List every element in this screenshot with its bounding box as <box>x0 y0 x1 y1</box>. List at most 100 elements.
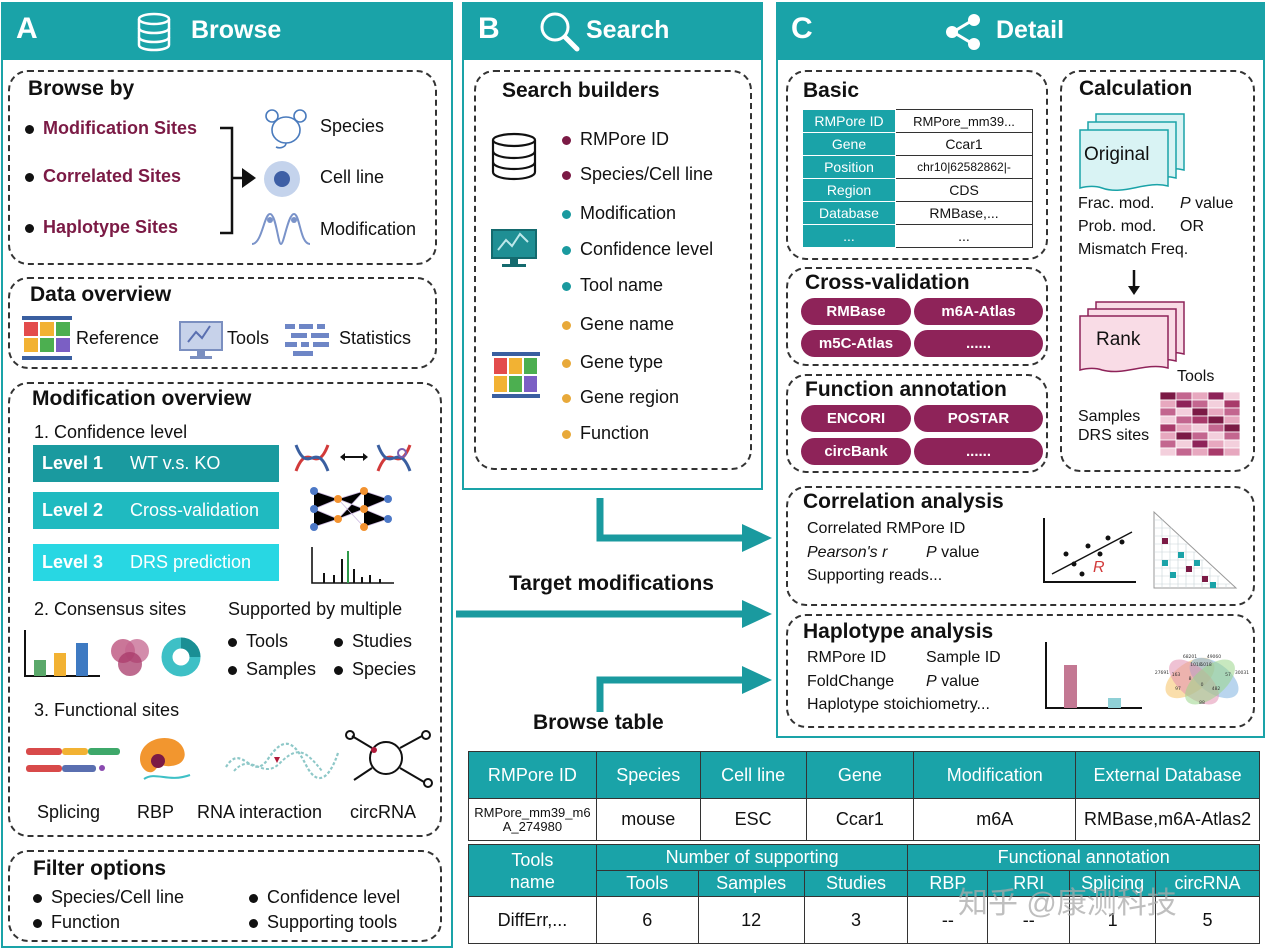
dna-builder-icon <box>492 352 540 398</box>
fa-postar-pill[interactable]: POSTAR <box>914 405 1043 432</box>
haplotype-analysis-title: Haplotype analysis <box>803 620 994 643</box>
builder-rmpore-id[interactable]: RMPore ID <box>562 129 669 150</box>
col-circrna[interactable]: circRNA <box>1155 870 1260 897</box>
col-tools-name[interactable]: Tools name <box>468 844 597 897</box>
rank-docs-icon <box>1079 301 1185 373</box>
neural-network-icon <box>310 487 392 531</box>
modification-peaks-icon <box>251 212 311 246</box>
filter-confidence-level[interactable]: Confidence level <box>249 887 400 908</box>
target-modifications-label: Target modifications <box>509 572 714 595</box>
haplotype-p-value: P value <box>926 673 980 690</box>
panel-title-browse: Browse <box>191 16 282 44</box>
fa-encori-pill[interactable]: ENCORI <box>801 405 911 432</box>
cv-m5c-atlas-pill[interactable]: m5C-Atlas <box>801 330 911 357</box>
bar-chart-icon <box>24 630 100 677</box>
basic-key: Region <box>802 178 896 202</box>
builder-modification[interactable]: Modification <box>562 203 676 224</box>
browse-site-modification[interactable]: Modification Sites <box>25 118 197 139</box>
basic-value: chr10|62582862|- <box>895 155 1033 179</box>
rna-interaction-icon <box>225 742 340 779</box>
basic-value: CDS <box>895 178 1033 202</box>
functional-circrna[interactable]: circRNA <box>350 802 416 822</box>
cell-external-database: RMBase,m6A-Atlas2 <box>1075 798 1260 841</box>
col-modification[interactable]: Modification <box>913 751 1077 799</box>
col-external-database[interactable]: External Database <box>1075 751 1260 799</box>
correlation-line-3: Supporting reads... <box>807 567 943 584</box>
drs-signal-icon <box>311 547 394 584</box>
calc-p-value: P value <box>1180 195 1234 212</box>
builder-gene-name[interactable]: Gene name <box>562 314 674 335</box>
calc-or: OR <box>1180 218 1204 235</box>
table-row[interactable]: DiffErr,... 6 12 3 -- -- 1 5 <box>468 896 1260 944</box>
data-overview-reference[interactable]: Reference <box>76 328 160 348</box>
cell-rmpore-id[interactable]: RMPore_mm39_m6A_274980 <box>468 798 597 841</box>
scatter-r-label: R <box>1093 559 1105 576</box>
filter-species-cell-line[interactable]: Species/Cell line <box>33 887 184 908</box>
table-header-row: RMPore ID Species Cell line Gene Modific… <box>468 751 1260 799</box>
search-builders-title: Search builders <box>502 79 660 102</box>
col-rmpore-id[interactable]: RMPore ID <box>468 751 597 799</box>
col-cell-line[interactable]: Cell line <box>699 751 807 799</box>
functional-splicing[interactable]: Splicing <box>37 802 101 822</box>
fa-circbank-pill[interactable]: circBank <box>801 438 911 465</box>
builder-tool-name[interactable]: Tool name <box>562 275 663 296</box>
builder-species-cell-line[interactable]: Species/Cell line <box>562 164 713 185</box>
data-overview-statistics[interactable]: Statistics <box>339 328 412 348</box>
filter-supporting-tools[interactable]: Supporting tools <box>249 912 397 933</box>
col-studies[interactable]: Studies <box>803 870 909 897</box>
browse-by-box <box>8 70 437 265</box>
browse-table-lower: Tools name Number of supporting Function… <box>468 844 1260 944</box>
panel-letter-b: B <box>478 12 500 45</box>
haplotype-rmpore-id: RMPore ID <box>807 649 887 666</box>
builder-gene-region[interactable]: Gene region <box>562 387 679 408</box>
haplotype-foldchange: FoldChange <box>807 673 895 690</box>
col-gene[interactable]: Gene <box>805 751 915 799</box>
browse-target-modification[interactable]: Modification <box>320 219 417 239</box>
col-species[interactable]: Species <box>595 751 701 799</box>
cv-m6a-atlas-pill[interactable]: m6A-Atlas <box>914 298 1043 325</box>
cv-rmbase-pill[interactable]: RMBase <box>801 298 911 325</box>
browse-by-title: Browse by <box>28 77 135 100</box>
calc-drs-sites-label: DRS sites <box>1078 427 1150 444</box>
supported-studies: Studies <box>334 631 412 652</box>
browse-site-haplotype[interactable]: Haplotype Sites <box>25 217 178 238</box>
data-overview-box <box>8 277 437 369</box>
panel-browse-header <box>1 2 453 60</box>
down-arrow-icon <box>1128 270 1140 295</box>
cv-more-pill[interactable]: ...... <box>914 330 1043 357</box>
filter-function[interactable]: Function <box>33 912 120 933</box>
data-overview-tools[interactable]: Tools <box>227 328 270 348</box>
builder-gene-type[interactable]: Gene type <box>562 352 663 373</box>
filter-options-title: Filter options <box>33 857 166 880</box>
table-row[interactable]: RMPore_mm39_m6A_274980 mouse ESC Ccar1 m… <box>468 798 1260 841</box>
correlation-pearson-r: Pearson's r <box>807 544 888 561</box>
col-tools[interactable]: Tools <box>595 870 699 897</box>
venn-number: 8 <box>1189 676 1192 682</box>
browse-target-species[interactable]: Species <box>320 116 385 136</box>
functional-rbp[interactable]: RBP <box>137 802 175 822</box>
col-group-number-of-supporting: Number of supporting <box>595 844 909 871</box>
calculation-box <box>1060 70 1255 472</box>
cell-modification: m6A <box>913 798 1077 841</box>
col-samples[interactable]: Samples <box>697 870 805 897</box>
original-docs-icon <box>1079 113 1185 192</box>
cell-gene: Ccar1 <box>805 798 915 841</box>
browse-bracket-arrow <box>220 126 256 235</box>
statistics-blocks-icon <box>285 324 329 356</box>
database-builder-icon <box>491 132 537 181</box>
browse-target-cell-line[interactable]: Cell line <box>320 167 385 187</box>
fa-more-pill[interactable]: ...... <box>914 438 1043 465</box>
functional-rna-interaction[interactable]: RNA interaction <box>197 802 323 822</box>
browse-table: RMPore ID Species Cell line Gene Modific… <box>468 751 1260 841</box>
builder-confidence-level[interactable]: Confidence level <box>562 239 713 260</box>
browse-site-correlated[interactable]: Correlated Sites <box>25 166 181 187</box>
database-icon <box>137 12 171 52</box>
panel-title-search: Search <box>586 16 670 44</box>
builder-function[interactable]: Function <box>562 423 649 444</box>
